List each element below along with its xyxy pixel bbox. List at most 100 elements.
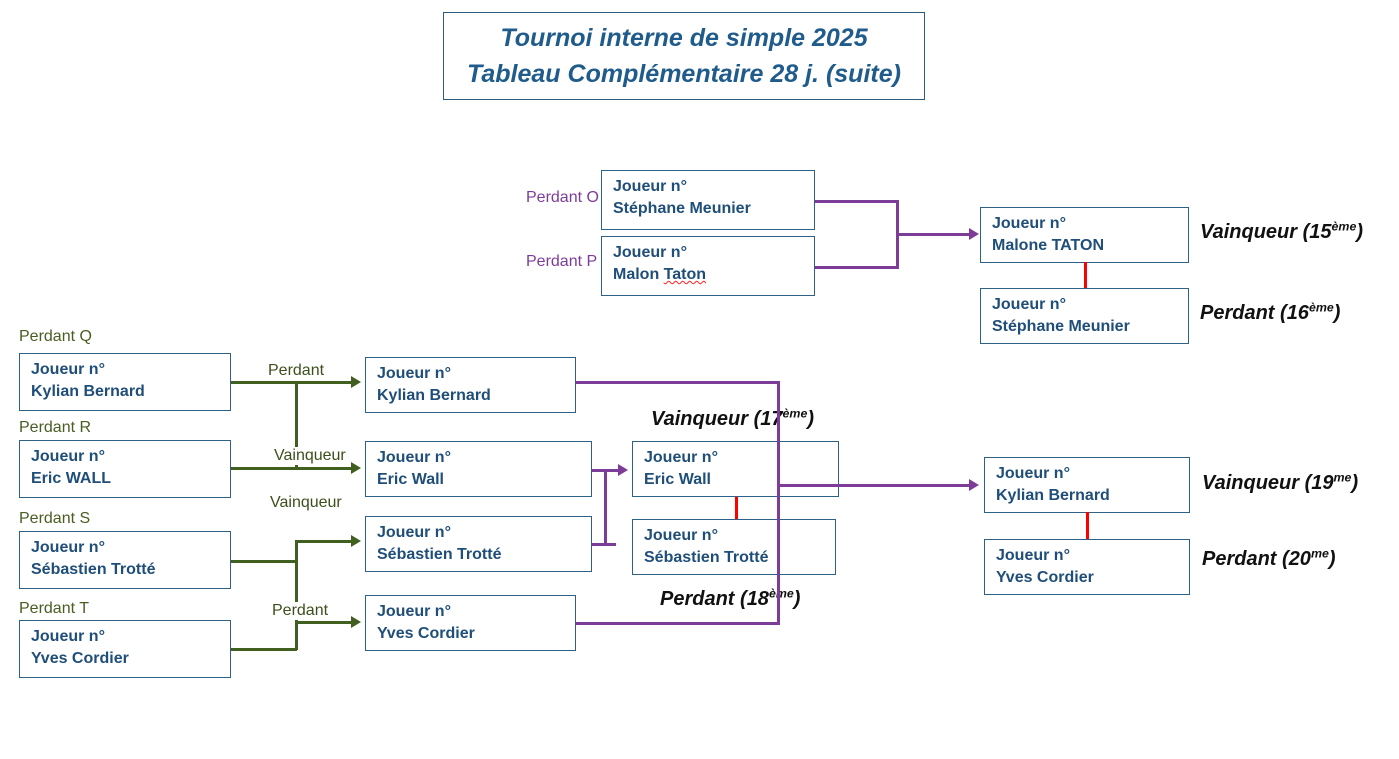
connector-red-stub-upper xyxy=(1084,262,1087,288)
result-rank: 19 xyxy=(1311,472,1334,494)
player-box-r2-3[interactable]: Joueur n° Sébastien Trotté xyxy=(365,516,592,572)
player-name: Eric Wall xyxy=(644,471,711,489)
result-outcome: Perdant xyxy=(1202,548,1277,570)
player-label-prefix: Joueur n° xyxy=(644,449,718,466)
player-box-r2-1[interactable]: Joueur n° Kylian Bernard xyxy=(365,357,576,413)
arrow-r2-kylian xyxy=(351,376,361,388)
player-name: Yves Cordier xyxy=(996,569,1094,587)
arrow-upper-final xyxy=(969,228,979,240)
player-name: Sébastien Trotté xyxy=(31,561,156,579)
player-name: Yves Cordier xyxy=(377,625,475,643)
result-rank-suffix: ème xyxy=(1331,219,1357,234)
player-label-prefix: Joueur n° xyxy=(996,465,1070,482)
player-name: Yves Cordier xyxy=(31,650,129,668)
player-box-r2-4[interactable]: Joueur n° Yves Cordier xyxy=(365,595,576,651)
player-box-r1-q[interactable]: Joueur n° Kylian Bernard xyxy=(19,353,231,411)
player-name: Eric Wall xyxy=(377,471,444,489)
result-label-15th: Vainqueur (15ème) xyxy=(1200,219,1364,243)
title-line-1: Tournoi interne de simple 2025 xyxy=(500,23,868,52)
player-box-semi-winner[interactable]: Joueur n° Eric Wall xyxy=(632,441,839,497)
player-box-final-winner[interactable]: Joueur n° Kylian Bernard xyxy=(984,457,1190,513)
player-box-r2-2[interactable]: Joueur n° Eric Wall xyxy=(365,441,592,497)
side-label-perdant-r: Perdant R xyxy=(19,419,92,436)
result-rank: 15 xyxy=(1309,221,1332,243)
side-label-perdant-s: Perdant S xyxy=(19,510,91,527)
player-box-semi-loser[interactable]: Joueur n° Sébastien Trotté xyxy=(632,519,836,575)
result-rank-suffix: me xyxy=(1333,470,1352,485)
edge-label-qr-perdant: Perdant xyxy=(266,362,327,380)
connector-semi-out xyxy=(604,469,622,472)
player-name: Kylian Bernard xyxy=(996,487,1110,505)
connector-upper-h-top xyxy=(815,200,899,203)
side-label-perdant-q: Perdant Q xyxy=(19,328,92,345)
page-title: Tournoi interne de simple 2025 Tableau C… xyxy=(443,12,925,100)
result-rank: 18 xyxy=(746,588,769,610)
connector-qr-h-r xyxy=(231,467,297,470)
player-name: Malone TATON xyxy=(992,237,1104,255)
arrow-semi-ericwall xyxy=(618,464,628,476)
connector-st-out-top xyxy=(295,540,353,543)
player-name: Stéphane Meunier xyxy=(992,318,1130,336)
connector-red-stub-semi xyxy=(735,497,738,521)
result-rank: 20 xyxy=(1288,548,1311,570)
player-label-prefix: Joueur n° xyxy=(992,215,1066,232)
result-rank-suffix: ème xyxy=(768,586,794,601)
side-label-perdant-p: Perdant P xyxy=(526,253,598,270)
result-outcome: Vainqueur xyxy=(1200,221,1298,243)
player-box-upper-seed-2[interactable]: Joueur n° Malon Taton xyxy=(601,236,815,296)
connector-upper-h-out xyxy=(896,233,972,236)
connector-qr-out-bottom xyxy=(295,467,353,470)
player-name: Stéphane Meunier xyxy=(613,200,751,218)
result-outcome: Vainqueur xyxy=(1202,472,1300,494)
edge-label-st-vainqueur: Vainqueur xyxy=(268,494,344,512)
arrow-final-kylian xyxy=(969,479,979,491)
player-box-r1-r[interactable]: Joueur n° Eric WALL xyxy=(19,440,231,498)
result-rank-suffix: ème xyxy=(1308,300,1334,315)
player-box-upper-winner[interactable]: Joueur n° Malone TATON xyxy=(980,207,1189,263)
side-label-perdant-t: Perdant T xyxy=(19,600,89,617)
player-label-prefix: Joueur n° xyxy=(992,296,1066,313)
edge-label-qr-vainqueur: Vainqueur xyxy=(272,447,348,465)
player-label-prefix: Joueur n° xyxy=(31,448,105,465)
player-name: Sébastien Trotté xyxy=(644,549,769,567)
connector-st-out-bottom xyxy=(295,621,353,624)
connector-qr-v xyxy=(295,381,298,470)
player-box-final-loser[interactable]: Joueur n° Yves Cordier xyxy=(984,539,1190,595)
player-label-prefix: Joueur n° xyxy=(31,361,105,378)
edge-label-st-perdant: Perdant xyxy=(270,602,331,620)
arrow-r2-ericwall xyxy=(351,462,361,474)
connector-final-out xyxy=(777,484,971,487)
player-box-upper-loser[interactable]: Joueur n° Stéphane Meunier xyxy=(980,288,1189,344)
connector-st-v xyxy=(295,540,298,650)
player-name: Eric WALL xyxy=(31,470,112,488)
connector-red-stub-final xyxy=(1086,512,1089,539)
player-name: Sébastien Trotté xyxy=(377,546,502,564)
result-outcome: Perdant xyxy=(660,588,735,610)
connector-final-h-bottom xyxy=(576,622,780,625)
connector-final-h-top xyxy=(576,381,780,384)
player-box-r1-s[interactable]: Joueur n° Sébastien Trotté xyxy=(19,531,231,589)
connector-semi-v xyxy=(604,469,607,546)
arrow-r2-yves xyxy=(351,616,361,628)
connector-st-h-t xyxy=(231,648,297,651)
player-label-prefix: Joueur n° xyxy=(31,539,105,556)
title-line-2: Tableau Complémentaire 28 j. (suite) xyxy=(467,60,901,88)
result-label-20th: Perdant (20me) xyxy=(1202,546,1336,570)
result-rank: 17 xyxy=(760,408,783,430)
player-label-prefix: Joueur n° xyxy=(613,178,687,195)
side-label-perdant-o: Perdant O xyxy=(526,189,599,206)
player-box-upper-seed-1[interactable]: Joueur n° Stéphane Meunier xyxy=(601,170,815,230)
player-label-prefix: Joueur n° xyxy=(31,628,105,645)
result-rank-suffix: me xyxy=(1310,546,1329,561)
connector-st-h-s xyxy=(231,560,297,563)
result-rank: 16 xyxy=(1286,302,1309,324)
player-label-prefix: Joueur n° xyxy=(377,365,451,382)
player-label-prefix: Joueur n° xyxy=(377,603,451,620)
result-label-19th: Vainqueur (19me) xyxy=(1202,470,1359,494)
connector-qr-h-q xyxy=(231,381,297,384)
player-name-prefix: Malon xyxy=(613,266,664,284)
player-name-misspelled-word: Taton xyxy=(663,266,707,284)
connector-upper-h-bottom xyxy=(815,266,899,269)
player-box-r1-t[interactable]: Joueur n° Yves Cordier xyxy=(19,620,231,678)
